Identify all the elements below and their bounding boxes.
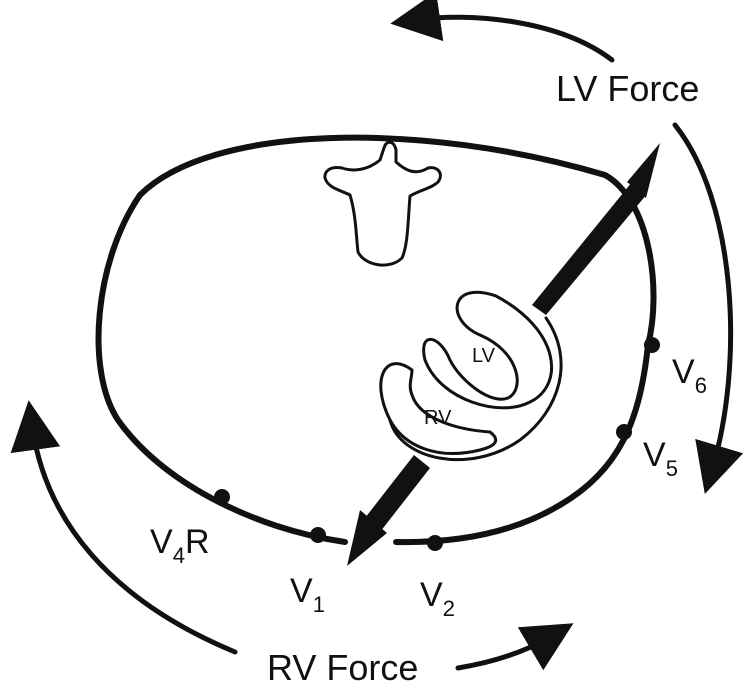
electrode-v2-dot <box>427 535 443 551</box>
electrode-v6-dot <box>644 337 660 353</box>
lead-v2-label: V2 <box>420 576 455 621</box>
lv-chamber-label: LV <box>472 345 496 367</box>
lv-force-top-arrow <box>415 17 612 60</box>
rv-force-label: RV Force <box>267 647 418 688</box>
vertebra-shape <box>325 142 440 265</box>
electrode-v1-dot <box>310 527 326 543</box>
rv-chamber-label: RV <box>424 407 452 429</box>
rv-force-right-arrow <box>458 636 552 668</box>
lead-v1-label: V1 <box>290 572 325 617</box>
lead-v4r-label: V4R <box>150 523 210 568</box>
lead-v5-label: V5 <box>643 436 678 481</box>
electrode-v5-dot <box>616 424 632 440</box>
lv-force-right-arrow <box>675 125 731 470</box>
electrode-v4r-dot <box>214 489 230 505</box>
lead-v6-label: V6 <box>672 353 707 398</box>
lv-force-label: LV Force <box>556 68 699 109</box>
